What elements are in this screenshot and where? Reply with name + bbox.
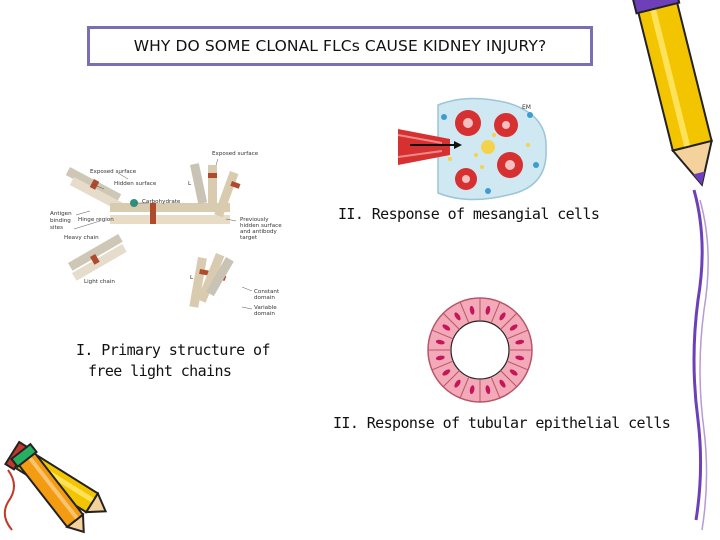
label-hinge-region: Hinge region (78, 217, 114, 223)
caption-tubular-response: II. Response of tubular epithelial cells (333, 414, 671, 432)
caption-mesangial-response: II. Response of mesangial cells (338, 205, 600, 223)
label-previously-2: hidden surface (240, 223, 282, 229)
lower-right-chains (189, 253, 234, 308)
label-light-chain: Light chain (84, 279, 115, 285)
heavy-chain-stem (110, 199, 230, 224)
tubule-cell-border (500, 312, 518, 330)
caption-primary-structure: I. Primary structure of free light chain… (76, 340, 271, 382)
tubule-cell-nucleus (499, 312, 506, 321)
tubule-cell-border (459, 376, 470, 399)
label-previously-4: target (240, 235, 258, 241)
tubule-cell-nucleus (499, 379, 506, 388)
label-constant-2: domain (254, 295, 275, 301)
label-constant-1: Constant (254, 289, 280, 295)
label-variable-2: domain (254, 311, 275, 317)
title-box: WHY DO SOME CLONAL FLCs CAUSE KIDNEY INJ… (87, 26, 593, 66)
tubule-cell-nucleus (469, 305, 475, 315)
tubular-epithelium-figure (427, 297, 533, 403)
tubule-cell-nucleus (509, 369, 518, 376)
caption-primary-line2: free light chains (88, 362, 232, 380)
label-previously-3: and antibody (240, 229, 278, 235)
tubule-cell-nucleus (485, 305, 491, 315)
tubule-cell-border (506, 360, 529, 371)
label-exposed-surface-top: Exposed surface (212, 151, 259, 157)
mesangial-cell-figure: EM (398, 97, 547, 201)
tubule-cell-nucleus (454, 312, 461, 321)
label-antigen-1: Antigen (50, 211, 72, 217)
pencils-left-illustration (3, 440, 108, 534)
tubule-cell-border (431, 360, 454, 371)
tubule-cell-nucleus (515, 355, 525, 361)
pencil-right-illustration (631, 0, 713, 531)
label-variable-1: Variable (254, 305, 277, 311)
tubule-cell-nucleus (442, 324, 451, 331)
tubule-cell-border (442, 312, 460, 330)
tubule-cell-border (490, 376, 501, 399)
tubule-cell-nucleus (435, 355, 445, 361)
label-mesangium-corner: EM (522, 104, 531, 111)
tubule-cell-nucleus (442, 369, 451, 376)
tubule-cell-border (500, 370, 518, 388)
upper-right-chains (190, 163, 241, 218)
label-exposed-surface-left: Exposed surface (90, 169, 137, 175)
tubule-cell-border (506, 329, 529, 340)
label-heavy-chain: Heavy chain (64, 235, 99, 241)
tubule-cell-border (459, 301, 470, 324)
label-marker-l2: L (190, 275, 194, 281)
tubule-cell-border (431, 329, 454, 340)
lower-left-arm (68, 234, 127, 281)
tubule-cell-border (442, 370, 460, 388)
tubule-cell-border (490, 301, 501, 324)
label-antigen-3: sites (50, 225, 63, 231)
tubule-cell-nucleus (515, 339, 525, 345)
tubule-cell-nucleus (509, 324, 518, 331)
slide-title: WHY DO SOME CLONAL FLCs CAUSE KIDNEY INJ… (133, 37, 547, 55)
antibody-structure-figure: Exposed surface Exposed surface Hidden s… (50, 151, 282, 317)
caption-primary-line1: I. Primary structure of (76, 341, 271, 359)
tubule-cell-nucleus (485, 385, 491, 395)
label-antigen-2: binding (50, 218, 71, 224)
label-marker-l1: L (188, 181, 192, 187)
label-previously-1: Previously (240, 217, 269, 223)
tubule-cell-nucleus (435, 339, 445, 345)
label-hidden-surface: Hidden surface (114, 181, 157, 187)
tubule-cell-nucleus (469, 385, 475, 395)
carbohydrate-marker (130, 199, 138, 207)
tubule-cell-nucleus (454, 379, 461, 388)
label-carbohydrate: Carbohydrate (142, 199, 181, 205)
